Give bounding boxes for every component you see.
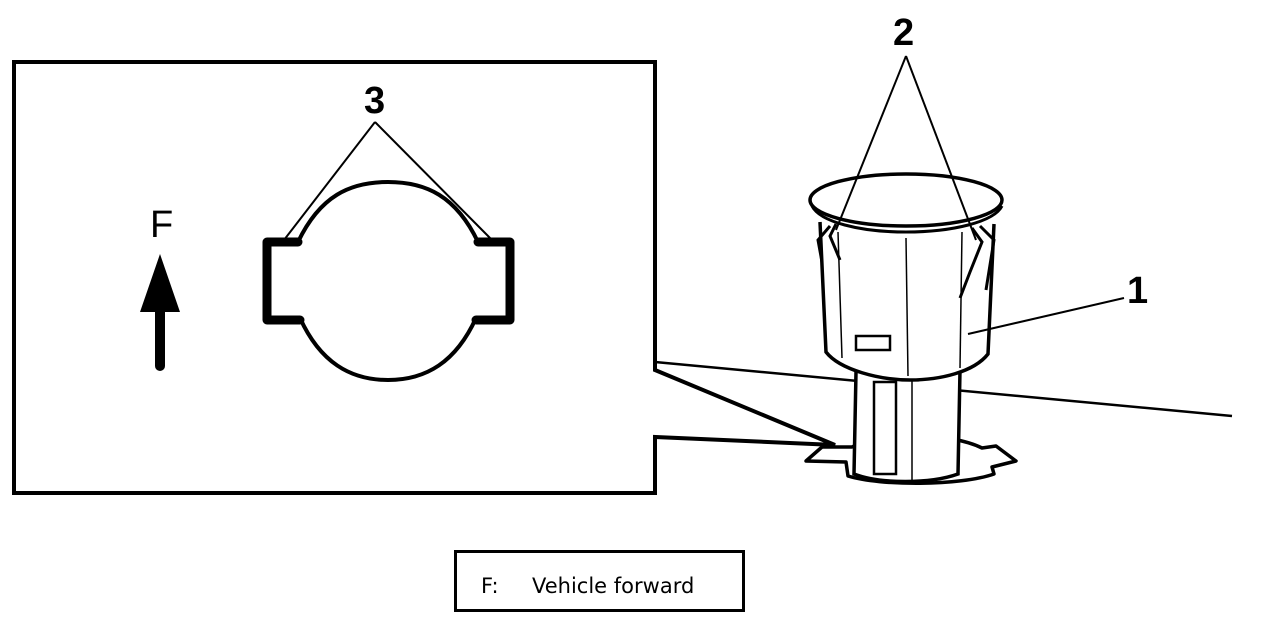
clip-body: [808, 172, 1004, 484]
legend-box: F: Vehicle forward: [454, 550, 745, 612]
clip-tab-right: [471, 237, 515, 325]
legend-text: Vehicle forward: [532, 574, 695, 598]
legend-key: F:: [481, 574, 499, 598]
locking-tab-right: [958, 224, 996, 299]
clip-outline-arc-bottom: [298, 317, 478, 383]
forward-arrow-icon: [140, 254, 180, 371]
clip-outline-arc-top: [296, 179, 480, 243]
leader-3-right: [374, 121, 493, 241]
leader-3-left: [283, 121, 376, 241]
forward-marker-label: F: [150, 204, 174, 246]
clip-tab-left: [262, 237, 305, 325]
callout-1: 1: [1127, 270, 1149, 312]
body-slot: [854, 334, 892, 352]
clip-shaft: [852, 369, 962, 484]
leader-2-right: [905, 55, 977, 241]
clip-top-cap: [808, 172, 1004, 228]
callout-2: 2: [893, 12, 915, 54]
leader-2-left: [835, 55, 907, 231]
leader-1: [967, 297, 1125, 335]
clip-top-view: [262, 179, 515, 383]
detail-inset-frame: [12, 60, 836, 495]
locking-tab-left: [816, 223, 842, 263]
callout-3: 3: [364, 80, 386, 122]
shaft-window: [872, 380, 898, 476]
